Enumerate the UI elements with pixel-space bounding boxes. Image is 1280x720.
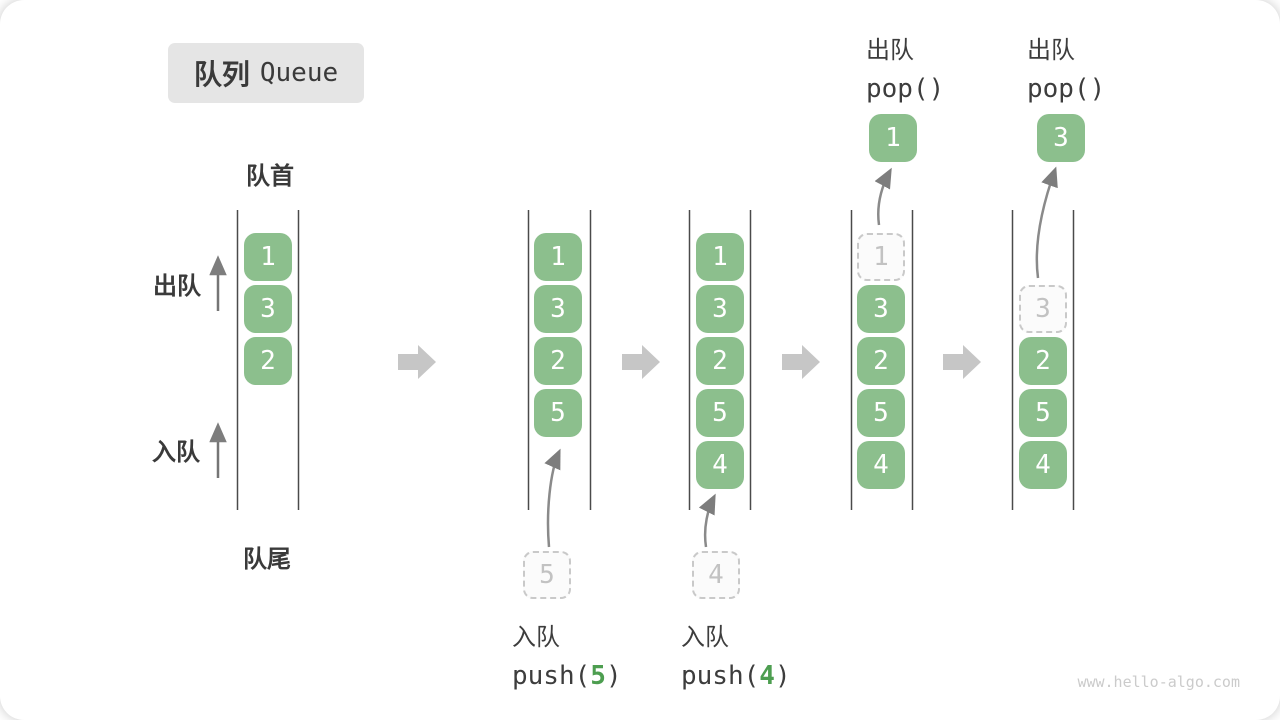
queue-channel-lines (236, 210, 1075, 510)
popped-box: 3 (1037, 114, 1085, 162)
dequeue2-code: pop() (1027, 74, 1106, 104)
queue-box: 2 (696, 337, 744, 385)
staging-box: 4 (692, 551, 740, 599)
queue-box: 3 (534, 285, 582, 333)
queue-box: 4 (1019, 441, 1067, 489)
front-label: 队首 (246, 163, 294, 190)
title-zh: 队列 (193, 59, 250, 90)
enqueue-side-label: 入队 (152, 439, 200, 466)
queue-box: 5 (696, 389, 744, 437)
popped-box: 1 (869, 114, 917, 162)
action-arrows (544, 166, 1058, 548)
queue-box: 2 (857, 337, 905, 385)
title-badge: 队列 Queue (168, 43, 364, 103)
enqueue4-code: push(4) (681, 661, 791, 691)
dequeue2-label: 出队 (1027, 37, 1075, 64)
queue-box: 5 (1019, 389, 1067, 437)
queue-box: 2 (1019, 337, 1067, 385)
dequeue1-code: pop() (866, 74, 945, 104)
queue-box: 4 (857, 441, 905, 489)
enqueue5-label: 入队 (512, 624, 560, 651)
queue-box: 3 (857, 285, 905, 333)
queue-box: 4 (696, 441, 744, 489)
ghost-box: 3 (1019, 285, 1067, 333)
dequeue-side-label: 出队 (153, 273, 201, 300)
queue-box: 3 (244, 285, 292, 333)
enqueue4-label: 入队 (681, 624, 729, 651)
staging-box: 5 (523, 551, 571, 599)
dequeue2-annotation: 出队 pop() (1027, 30, 1105, 104)
title-en: Queue (259, 58, 339, 88)
queue-box: 1 (696, 233, 744, 281)
queue-box: 3 (696, 285, 744, 333)
enqueue5-code: push(5) (512, 661, 622, 691)
dequeue1-annotation: 出队 pop() (866, 30, 944, 104)
pop3-arrow-icon (1035, 166, 1058, 279)
queue-box: 5 (534, 389, 582, 437)
enqueue5-annotation: 入队 push(5) (512, 617, 622, 691)
watermark: www.hello-algo.com (1077, 673, 1240, 691)
rear-label: 队尾 (243, 546, 291, 573)
queue-box: 2 (244, 337, 292, 385)
queue-box: 5 (857, 389, 905, 437)
dequeue1-label: 出队 (866, 37, 914, 64)
push4-arrow-icon (698, 493, 716, 548)
queue-box: 1 (244, 233, 292, 281)
queue-box: 1 (534, 233, 582, 281)
ghost-box: 1 (857, 233, 905, 281)
queue-box: 2 (534, 337, 582, 385)
enqueue4-annotation: 入队 push(4) (681, 617, 791, 691)
push5-arrow-icon (544, 448, 561, 548)
pop1-arrow-icon (874, 167, 892, 226)
